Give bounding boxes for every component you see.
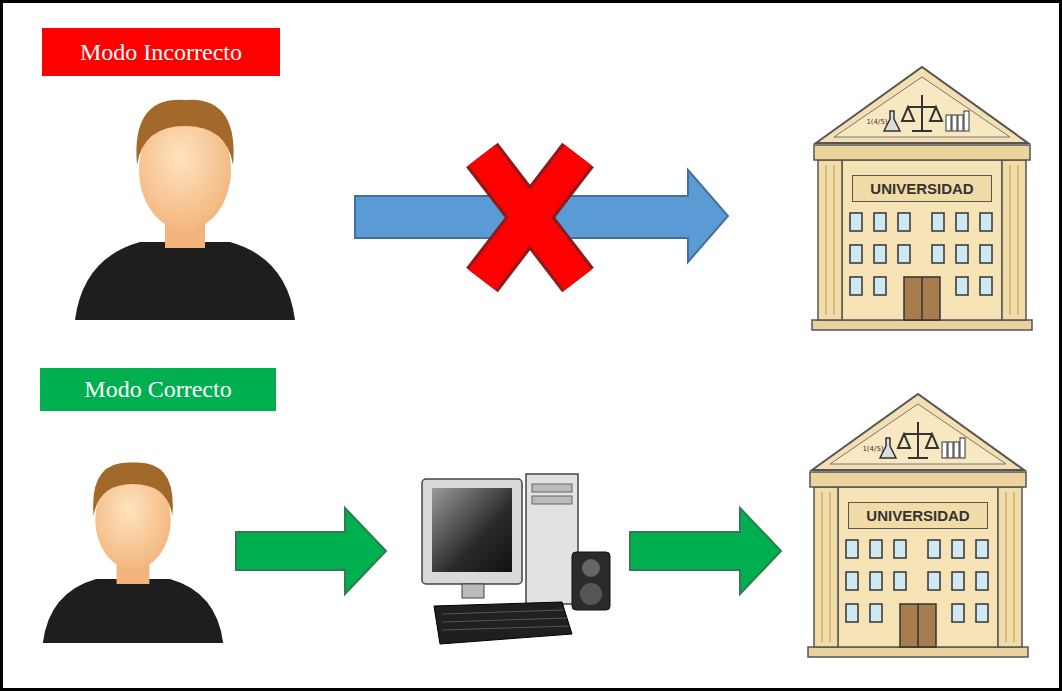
node-text: UNIVERSIDAD (870, 180, 973, 197)
red-cross (482, 155, 578, 280)
pediment-inscription: 1(4/5) (848, 445, 898, 453)
green-arrow (630, 508, 781, 594)
node-text: Modo Correcto (84, 376, 231, 403)
building-sign: UNIVERSIDAD (848, 502, 988, 529)
node-text: Modo Incorrecto (80, 39, 242, 66)
mode-label: Modo Correcto (40, 368, 276, 411)
university-building (808, 394, 1028, 657)
pediment-inscription: 1(4/5) (852, 118, 902, 126)
person-icon (43, 462, 223, 643)
computer-icon (422, 474, 610, 644)
green-arrow (236, 508, 386, 594)
mode-label: Modo Incorrecto (42, 28, 280, 76)
person-icon (75, 100, 295, 320)
university-building (812, 67, 1032, 330)
building-sign: UNIVERSIDAD (852, 175, 992, 202)
node-text: UNIVERSIDAD (866, 507, 969, 524)
